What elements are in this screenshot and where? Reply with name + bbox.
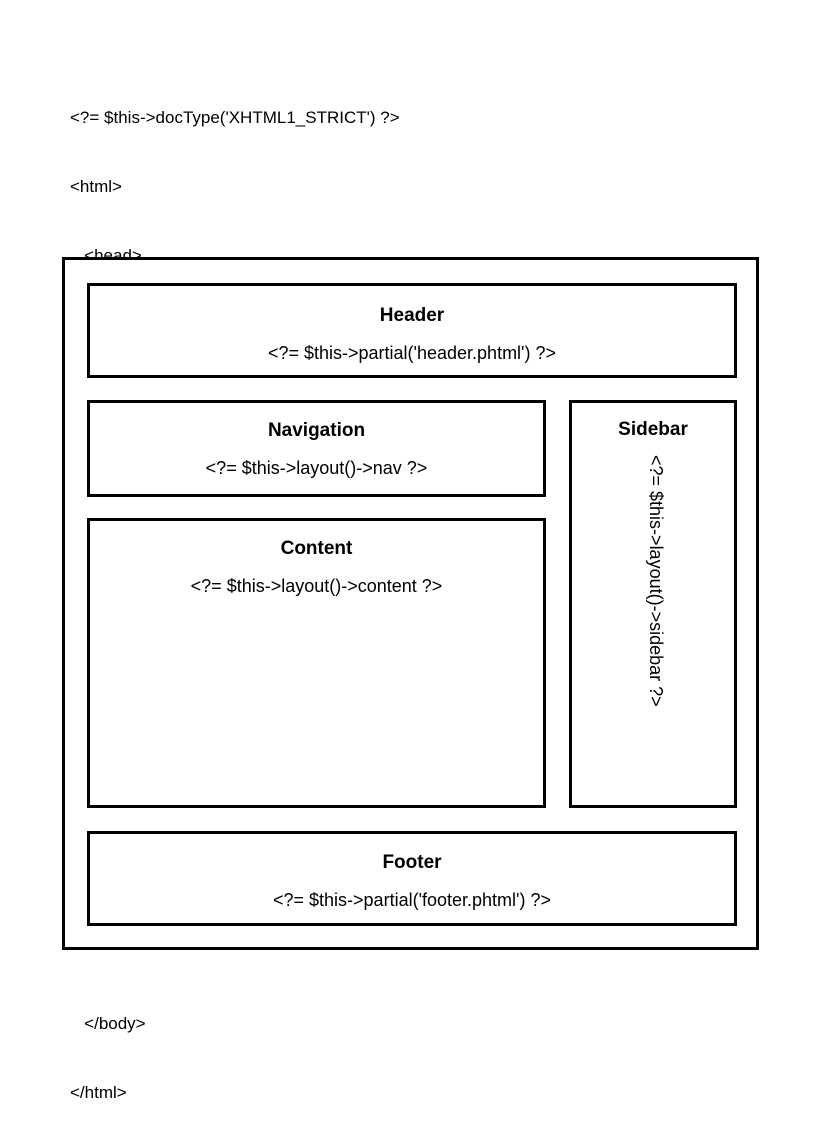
body-region-frame: Header <?= $this->partial('header.phtml'… — [62, 257, 759, 950]
navigation-box-title: Navigation — [267, 420, 366, 441]
content-box-code: <?= $this->layout()->content ?> — [190, 576, 443, 596]
header-box-code: <?= $this->partial('header.phtml') ?> — [267, 343, 557, 363]
sidebar-box: Sidebar <?= $this->layout()->sidebar ?> — [569, 400, 737, 808]
navigation-box: Navigation <?= $this->layout()->nav ?> — [87, 400, 546, 497]
navigation-box-code: <?= $this->layout()->nav ?> — [205, 458, 428, 478]
content-box: Content <?= $this->layout()->content ?> — [87, 518, 546, 808]
header-box: Header <?= $this->partial('header.phtml'… — [87, 283, 737, 378]
sidebar-box-code: <?= $this->layout()->sidebar ?> — [645, 455, 666, 707]
footer-box-code: <?= $this->partial('footer.phtml') ?> — [272, 890, 552, 910]
code-line-body-close: </body> — [70, 1014, 146, 1033]
code-line-doctype: <?= $this->docType('XHTML1_STRICT') ?> — [70, 108, 400, 127]
sidebar-box-title: Sidebar — [618, 419, 688, 440]
footer-box-title: Footer — [382, 852, 442, 873]
content-box-title: Content — [280, 538, 353, 559]
code-line-html-close: </html> — [70, 1083, 127, 1102]
footer-box: Footer <?= $this->partial('footer.phtml'… — [87, 831, 737, 926]
bottom-code-block: </body> </html> — [70, 966, 146, 1127]
code-line-html-open: <html> — [70, 177, 122, 196]
header-box-title: Header — [379, 305, 445, 326]
sidebar-rotated-code-wrapper: <?= $this->layout()->sidebar ?> — [572, 455, 734, 805]
